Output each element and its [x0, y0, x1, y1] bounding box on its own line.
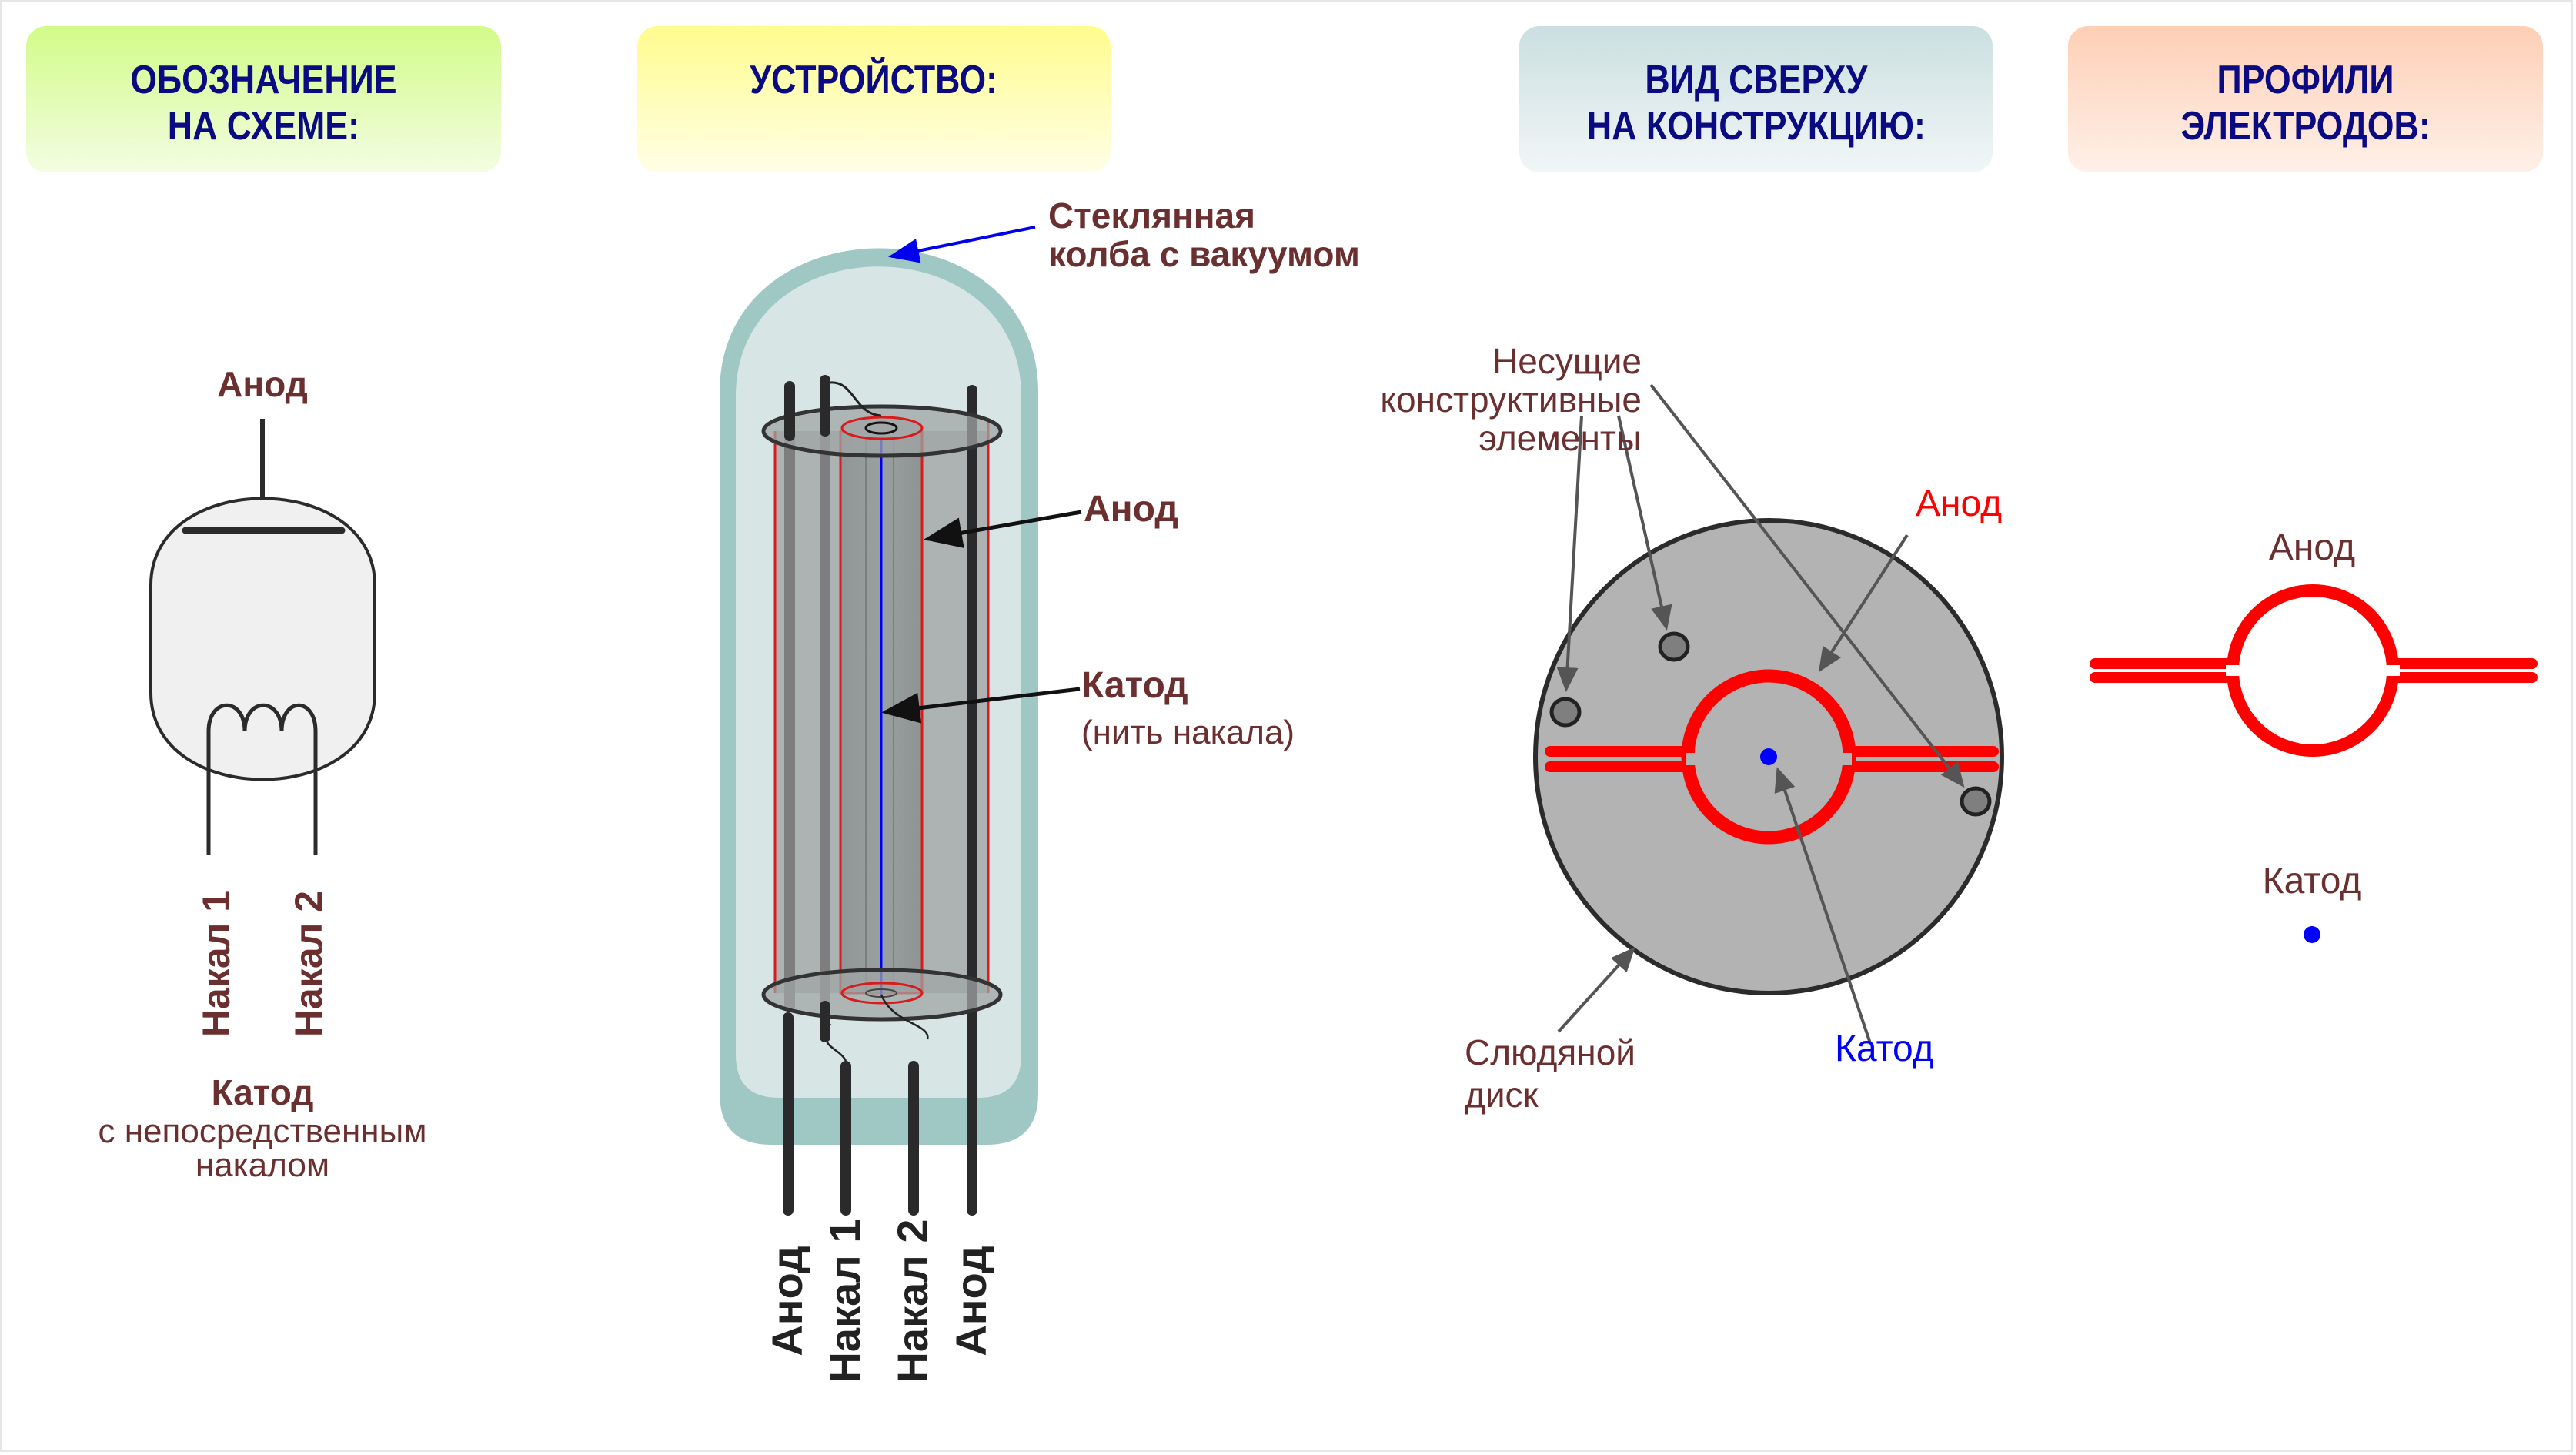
- symbol-cathode-desc-1: с непосредственным: [99, 1112, 427, 1150]
- header-top-view-text: ВИД СВЕРХУ НА КОНСТРУКЦИЮ:: [1586, 58, 1926, 149]
- pin-label-heater-2: Накал 2: [888, 1219, 937, 1383]
- glass-arrow: [888, 226, 1036, 263]
- symbol-cathode-label: Катод: [212, 1072, 314, 1112]
- top-cathode-dot: [1760, 748, 1777, 765]
- device-cathode-desc: (нить накала): [1081, 714, 1295, 751]
- header-top-view: ВИД СВЕРХУ НА КОНСТРУКЦИЮ:: [1519, 26, 1993, 172]
- profile-anode-label: Анод: [2269, 527, 2355, 568]
- glass-label-1: Стеклянная: [1048, 196, 1255, 236]
- top-cathode-label: Катод: [1835, 1029, 1934, 1069]
- tube-symbol: Анод Накал 1 Накал 2 Катод с непосредств…: [99, 364, 427, 1184]
- symbol-heater2-label: Накал 2: [287, 891, 330, 1037]
- top-anode: [1545, 669, 1999, 845]
- filament-coil-icon: [206, 703, 318, 855]
- header-profiles: ПРОФИЛИ ЭЛЕКТРОДОВ:: [2068, 26, 2543, 172]
- profile-cathode-label: Катод: [2263, 861, 2362, 901]
- support-element: [1658, 631, 1690, 662]
- disk-label-1: Слюдяной: [1465, 1032, 1635, 1072]
- glass-label-2: колба с вакуумом: [1048, 234, 1360, 274]
- device-anode-label: Анод: [1084, 489, 1178, 530]
- device-cathode-label: Катод: [1081, 665, 1188, 706]
- symbol-cathode-desc-2: накалом: [195, 1146, 329, 1184]
- pin-label-heater-1: Накал 1: [820, 1219, 869, 1383]
- support-rod-top: [784, 381, 795, 441]
- support-element: [1549, 697, 1582, 728]
- profile-cathode-dot: [2304, 926, 2320, 943]
- support-rod: [784, 400, 795, 1008]
- pin-anode-left: [783, 1012, 794, 1216]
- support-element: [1960, 786, 1992, 817]
- pin-heater-2: [908, 1061, 919, 1216]
- tube-envelope: [149, 497, 376, 781]
- profile-anode-shape: [2090, 584, 2538, 757]
- header-device: УСТРОЙСТВО:: [637, 26, 1111, 172]
- top-anode-label: Анод: [1916, 483, 2002, 524]
- supports-label-3: элементы: [1478, 418, 1642, 458]
- pin-heater-1: [840, 1061, 851, 1216]
- pin-label-anode-left: Анод: [763, 1246, 811, 1356]
- symbol-anode-label: Анод: [217, 364, 308, 404]
- header-device-text: УСТРОЙСТВО:: [750, 58, 998, 102]
- header-symbol: ОБОЗНАЧЕНИЕ НА СХЕМЕ:: [26, 26, 501, 172]
- top-view: Несущие конструктивные элементы Анод Кат…: [1380, 341, 2004, 1115]
- pin-anode-right: [967, 385, 977, 1216]
- supports-label-2: конструктивные: [1380, 380, 1642, 420]
- support-rod: [820, 393, 830, 1008]
- cathode-arrow: [881, 687, 1081, 724]
- header-symbol-text: ОБОЗНАЧЕНИЕ НА СХЕМЕ:: [130, 58, 397, 149]
- disk-label-2: диск: [1465, 1075, 1539, 1115]
- tube-device: Стеклянная колба с вакуумом Анод Катод (…: [720, 196, 1360, 1383]
- pin-label-anode-right: Анод: [947, 1246, 995, 1356]
- supports-label-1: Несущие: [1492, 341, 1642, 381]
- electrode-profiles: Анод Катод: [2090, 527, 2538, 943]
- header-profiles-text: ПРОФИЛИ ЭЛЕКТРОДОВ:: [2180, 58, 2431, 149]
- symbol-heater1-label: Накал 1: [195, 891, 238, 1037]
- anode-arrow: [924, 510, 1082, 548]
- support-rod-top: [820, 375, 830, 436]
